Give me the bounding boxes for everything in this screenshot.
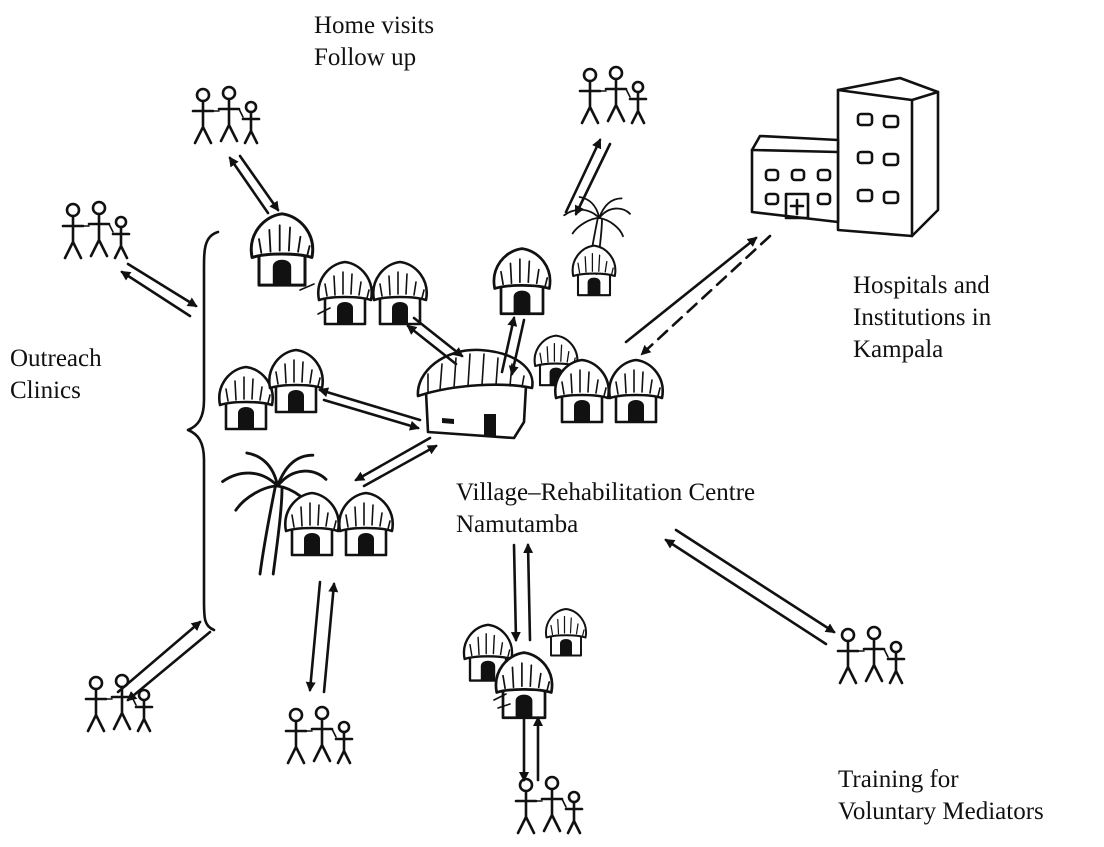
hut-cluster-right <box>533 334 664 424</box>
hut-cluster-top-right <box>492 196 631 316</box>
hospitals-line-3: Kampala <box>853 336 944 363</box>
training-line-2: Voluntary Mediators <box>838 798 1044 825</box>
outreach-clinics-label: Outreach Clinics <box>10 343 102 407</box>
training-line-1: Training for <box>838 766 959 793</box>
family-outreach-upper <box>63 202 129 258</box>
family-bottom-left <box>286 707 352 763</box>
outreach-line-1: Outreach <box>10 345 102 372</box>
hospitals-line-1: Hospitals and <box>853 272 990 299</box>
family-home-visits-right <box>580 67 646 123</box>
family-home-visits-left <box>193 87 259 143</box>
connection-arrows <box>116 138 836 782</box>
home-visits-label: Home visits Follow up <box>314 10 434 74</box>
family-training <box>838 627 904 683</box>
hospitals-line-2: Institutions in <box>853 304 992 331</box>
hospital-building-icon <box>750 76 940 238</box>
village-centre-label: Village–Rehabilitation Centre Namutamba <box>456 477 755 541</box>
home-visits-line-2: Follow up <box>314 44 417 71</box>
hut-cluster-bottom <box>462 608 587 720</box>
hut-cluster-lower-left <box>221 451 394 576</box>
outreach-line-2: Clinics <box>10 377 81 404</box>
hut-cluster-top-left <box>249 212 428 326</box>
family-bottom-centre <box>516 777 582 833</box>
outreach-brace <box>186 230 220 632</box>
hut-cluster-left <box>218 348 324 431</box>
home-visits-line-1: Home visits <box>314 12 435 39</box>
hospitals-label: Hospitals and Institutions in Kampala <box>853 270 991 366</box>
village-centre-line-1: Village–Rehabilitation Centre <box>456 479 756 506</box>
family-outreach-lower <box>86 675 152 731</box>
training-label: Training for Voluntary Mediators <box>838 764 1044 828</box>
village-centre-line-2: Namutamba <box>456 511 579 538</box>
